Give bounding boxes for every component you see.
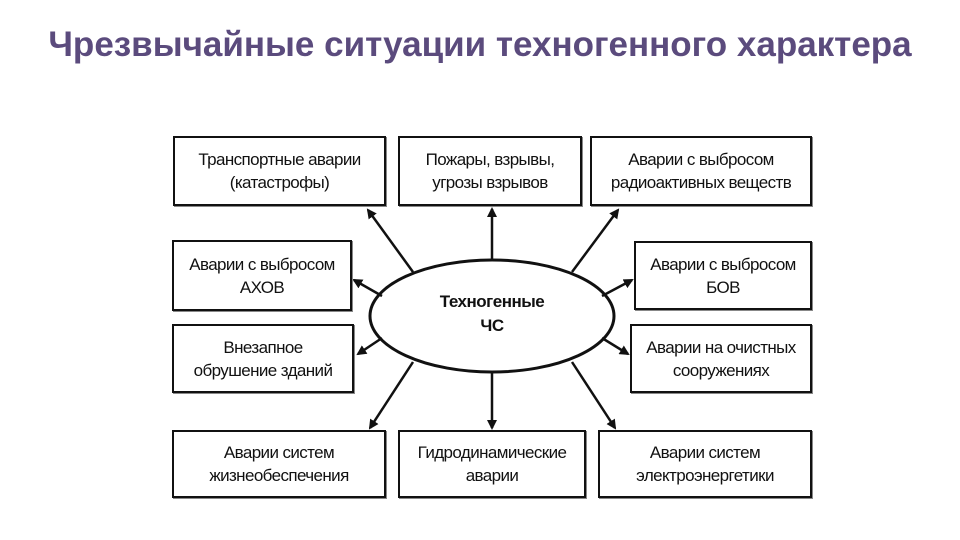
arrow-treatment xyxy=(601,336,630,356)
box-text: угрозы взрывов xyxy=(432,173,548,192)
box-radioactive: Аварии с выбросом радиоактивных веществ xyxy=(590,136,812,206)
box-text: Аварии систем xyxy=(649,443,761,462)
box-text: аварии xyxy=(465,466,519,485)
slide-title: Чрезвычайные ситуации техногенного харак… xyxy=(48,25,912,64)
box-text: Аварии систем xyxy=(223,443,335,462)
box-text: Гидродинамические xyxy=(417,443,567,462)
arrow-life-support xyxy=(368,361,415,430)
box-text: АХОВ xyxy=(239,277,285,297)
box-text: электроэнергетики xyxy=(636,466,774,485)
box-treatment-facilities: Аварии на очистных сооружениях xyxy=(630,324,812,393)
box-text: БОВ xyxy=(706,277,740,297)
box-text: Внезапное xyxy=(223,337,303,357)
box-text: жизнеобеспечения xyxy=(209,466,349,485)
box-power-systems: Аварии систем электроэнергетики xyxy=(598,430,812,498)
box-text: Аварии с выбросом xyxy=(628,150,774,169)
center-label: Техногенные ЧС xyxy=(400,290,584,338)
box-text: обрушение зданий xyxy=(193,360,333,380)
arrow-bov xyxy=(601,278,634,298)
box-transport-accidents: Транспортные аварии (катастрофы) xyxy=(173,136,386,206)
box-text: радиоактивных веществ xyxy=(610,173,792,192)
box-text: сооружениях xyxy=(672,360,770,380)
center-label-line1: Техногенные xyxy=(439,292,545,311)
box-hydrodynamic: Гидродинамические аварии xyxy=(398,430,586,498)
box-text: Пожары, взрывы, xyxy=(425,150,555,169)
box-text: Аварии на очистных xyxy=(646,337,796,357)
arrow-radioactive xyxy=(570,208,620,273)
box-building-collapse: Внезапное обрушение зданий xyxy=(172,324,354,393)
box-text: Аварии с выбросом xyxy=(189,254,335,274)
arrow-transport xyxy=(366,208,415,273)
arrow-power xyxy=(570,361,617,430)
box-text: (катастрофы) xyxy=(229,173,330,192)
box-fires-explosions: Пожары, взрывы, угрозы взрывов xyxy=(398,136,582,206)
box-text: Транспортные аварии xyxy=(198,150,361,169)
center-label-line2: ЧС xyxy=(480,316,504,335)
box-life-support: Аварии систем жизнеобеспечения xyxy=(172,430,386,498)
box-text: Аварии с выбросом xyxy=(650,254,796,274)
arrow-ahov xyxy=(352,278,383,298)
arrow-collapse xyxy=(356,336,383,356)
